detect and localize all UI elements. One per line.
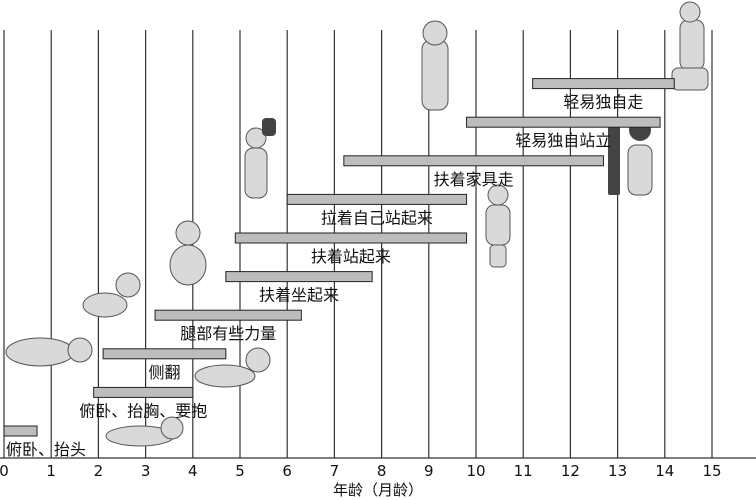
milestone-label: 轻易独自站立 <box>515 131 611 150</box>
milestone-label: 拉着自己站起来 <box>321 208 433 227</box>
x-tick-label: 14 <box>655 462 674 480</box>
x-tick-label: 8 <box>377 462 387 480</box>
milestone-bar <box>466 116 661 128</box>
milestone-labels: 俯卧、抬头 俯卧、抬胸、要抱 侧翻 腿部有些力量 扶着坐起来 扶着站起来 拉着自己站起来扶着… <box>6 93 643 459</box>
milestone-bar <box>93 386 194 398</box>
milestone-label: 扶着家具走 <box>434 170 514 189</box>
milestone-bars <box>3 78 675 437</box>
milestone-bar <box>286 193 468 205</box>
x-tick-label: 12 <box>561 462 580 480</box>
milestone-bar <box>3 425 38 437</box>
baby-walking-furniture-icon <box>608 119 653 196</box>
baby-standing-alone-icon <box>421 20 449 111</box>
milestone-label: 腿部有些力量 <box>180 324 276 343</box>
baby-standing-arms-up-icon <box>244 118 276 199</box>
milestone-label: 俯卧、抬胸、要抱 <box>79 401 207 420</box>
baby-sitting-icon <box>169 220 207 286</box>
x-tick-label: 13 <box>608 462 627 480</box>
x-tick-label: 0 <box>0 462 9 480</box>
baby-walking-alone-icon <box>671 1 709 91</box>
x-tick-label: 2 <box>94 462 104 480</box>
milestone-label: 轻易独自走 <box>563 93 643 112</box>
x-tick-label: 7 <box>330 462 340 480</box>
milestone-label: 扶着坐起来 <box>259 286 339 305</box>
x-tick-label: 9 <box>424 462 434 480</box>
milestone-label: 扶着站起来 <box>311 247 391 266</box>
x-tick-label: 10 <box>466 462 485 480</box>
x-tick-label: 11 <box>514 462 533 480</box>
milestone-label: 侧翻 <box>148 363 180 382</box>
baby-crawling-icon <box>82 272 141 318</box>
baby-lying-icon <box>5 337 93 367</box>
baby-prone-icon <box>105 416 184 447</box>
x-tick-label: 3 <box>141 462 151 480</box>
x-axis-title: 年龄（月龄） <box>333 481 423 499</box>
x-tick-label: 15 <box>702 462 721 480</box>
milestone-label: 俯卧、抬头 <box>6 440 86 459</box>
baby-rolling-icon <box>194 347 271 388</box>
milestone-bar <box>343 155 604 167</box>
x-tick-label: 5 <box>235 462 245 480</box>
baby-pulling-up-icon <box>485 184 511 268</box>
x-tick-label: 4 <box>188 462 198 480</box>
milestone-bar <box>234 232 468 244</box>
x-tick-label: 1 <box>46 462 56 480</box>
milestone-bar <box>154 309 302 321</box>
milestone-bar <box>102 348 227 360</box>
x-tick-label: 6 <box>282 462 292 480</box>
baby-illustrations <box>5 1 709 447</box>
milestone-bar <box>225 271 373 283</box>
milestone-bar <box>532 78 675 90</box>
